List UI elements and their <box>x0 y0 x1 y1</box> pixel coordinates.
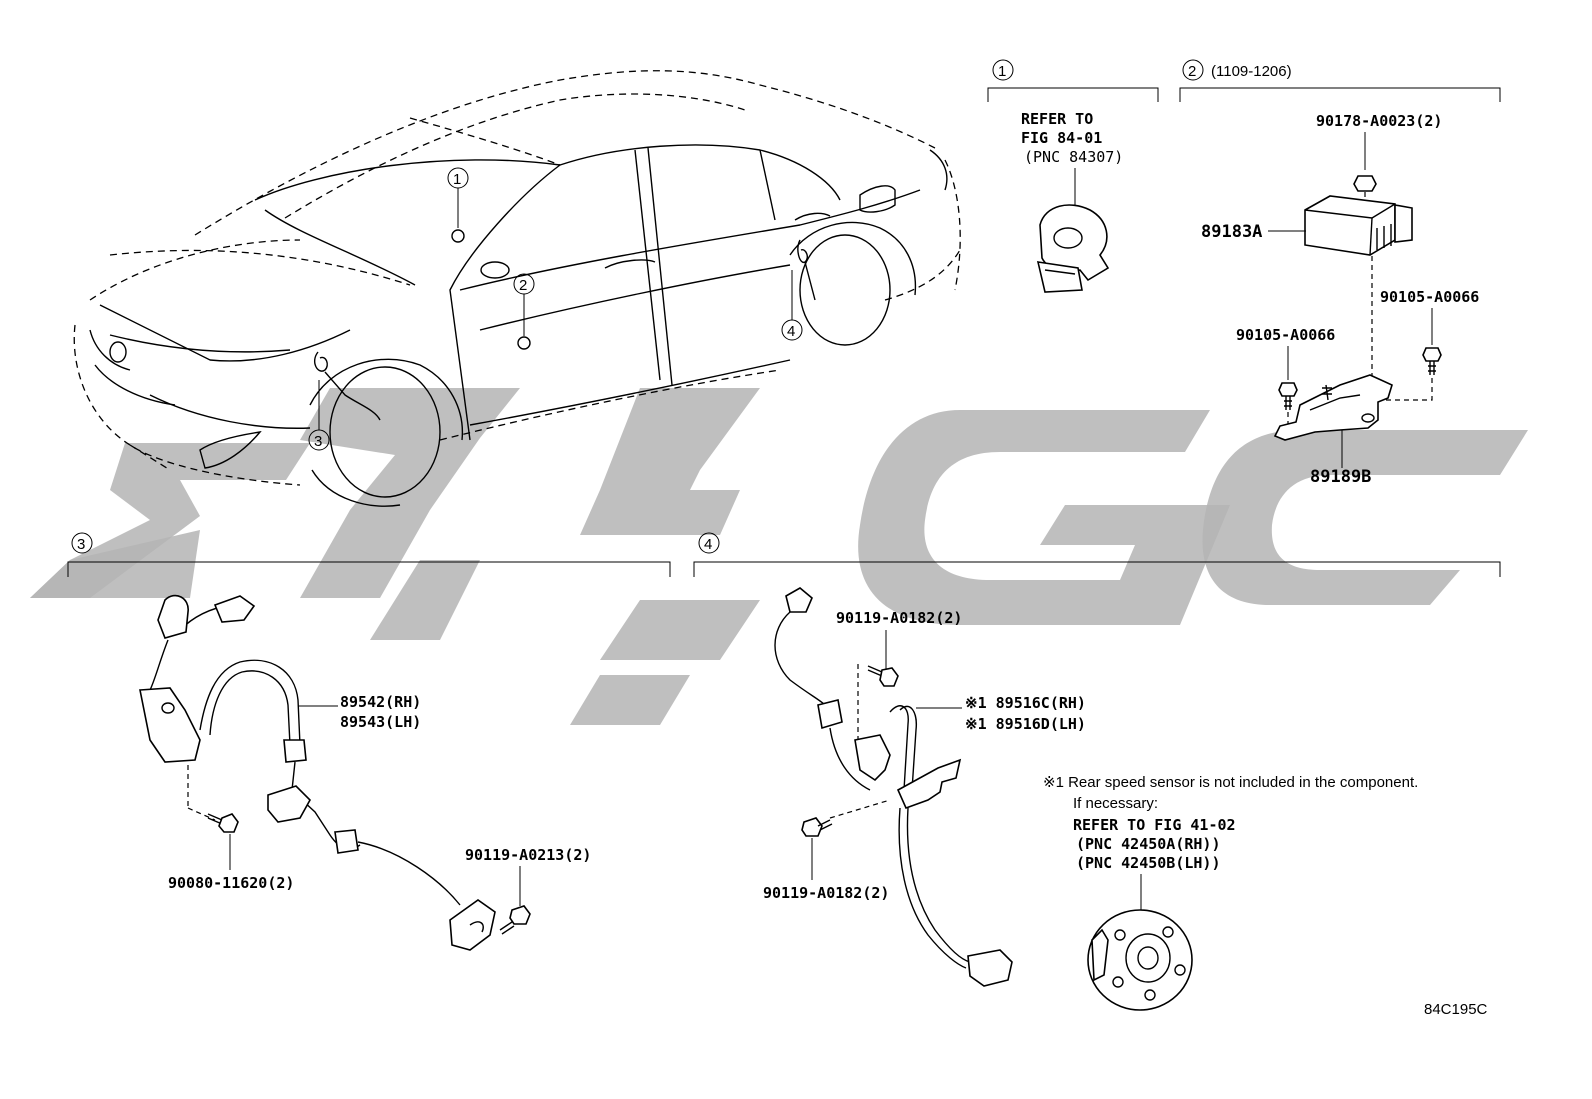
bolt-icon <box>1278 382 1298 410</box>
section-4-marker[interactable]: 4 <box>698 532 720 554</box>
section-3-marker[interactable]: 3 <box>71 532 93 554</box>
note-line-2: If necessary: <box>1073 795 1158 812</box>
refer-line-2: FIG 84-01 <box>1021 129 1102 147</box>
svg-text:4: 4 <box>704 536 712 553</box>
rear-speed-sensor-part <box>774 587 1013 987</box>
figure-code: 84C195C <box>1424 1001 1488 1018</box>
label-89543-LH: 89543(LH) <box>340 713 421 731</box>
vehicle-outline: 1 2 3 4 <box>73 70 961 507</box>
section-3: 3 89542(RH) 89543(LH) <box>67 532 671 951</box>
note-line-1: ※1 Rear speed sensor is not included in … <box>1043 774 1418 791</box>
bolt-icon <box>1422 347 1442 375</box>
car-callout-1[interactable]: 1 <box>447 167 469 243</box>
section-2: 2 (1109-1206) 90178-A0023(2) 89183A 9010… <box>1179 59 1501 487</box>
label-90105-A0066-left: 90105-A0066 <box>1236 326 1335 344</box>
label-90178-A0023: 90178-A0023(2) <box>1316 112 1442 130</box>
label-90119-A0182-lower: 90119-A0182(2) <box>763 884 889 902</box>
bolt-icon <box>499 905 531 935</box>
label-89516D-LH: ※1 89516D(LH) <box>965 715 1086 733</box>
car-callout-3[interactable]: 3 <box>308 380 330 451</box>
label-89183A: 89183A <box>1201 222 1262 242</box>
car-callout-2[interactable]: 2 <box>513 273 535 350</box>
svg-text:1: 1 <box>998 63 1006 80</box>
label-89542-RH: 89542(RH) <box>340 693 421 711</box>
section-2-range: (1109-1206) <box>1211 63 1292 80</box>
label-90080-11620: 90080-11620(2) <box>168 874 294 892</box>
yaw-sensor-part <box>1304 195 1413 256</box>
svg-text:2: 2 <box>519 277 527 294</box>
note-line-4: (PNC 42450A(RH)) <box>1076 835 1221 853</box>
svg-text:3: 3 <box>77 536 85 553</box>
wheel-hub-part <box>1087 909 1193 1011</box>
section-1: 1 REFER TO FIG 84-01 (PNC 84307) <box>987 59 1159 293</box>
label-90105-A0066-right: 90105-A0066 <box>1380 288 1479 306</box>
label-90119-A0182-top: 90119-A0182(2) <box>836 609 962 627</box>
svg-text:2: 2 <box>1188 63 1196 80</box>
section-2-marker[interactable]: 2 <box>1182 59 1204 81</box>
bolt-icon <box>801 817 833 837</box>
refer-line-1: REFER TO <box>1021 110 1093 128</box>
refer-line-3: (PNC 84307) <box>1024 148 1123 166</box>
label-89189B: 89189B <box>1310 467 1371 487</box>
section-4: 4 90119-A0182(2) ※1 89516C(RH) ※1 89516D… <box>693 532 1501 1011</box>
front-speed-sensor-part <box>139 594 496 951</box>
bolt-icon <box>867 665 899 687</box>
nut-icon <box>1353 175 1377 192</box>
note-line-5: (PNC 42450B(LH)) <box>1076 854 1221 872</box>
label-90119-A0213: 90119-A0213(2) <box>465 846 591 864</box>
watermark-logo <box>30 388 1528 725</box>
svg-text:1: 1 <box>453 171 461 188</box>
section-1-marker[interactable]: 1 <box>992 59 1014 81</box>
svg-text:3: 3 <box>314 433 322 450</box>
car-callout-4[interactable]: 4 <box>781 270 803 341</box>
bracket-part <box>1273 374 1393 441</box>
note-line-3: REFER TO FIG 41-02 <box>1073 816 1236 834</box>
svg-text:4: 4 <box>787 323 795 340</box>
bolt-icon <box>207 813 239 833</box>
clock-spring-part <box>1036 204 1110 293</box>
label-89516C-RH: ※1 89516C(RH) <box>965 694 1086 712</box>
